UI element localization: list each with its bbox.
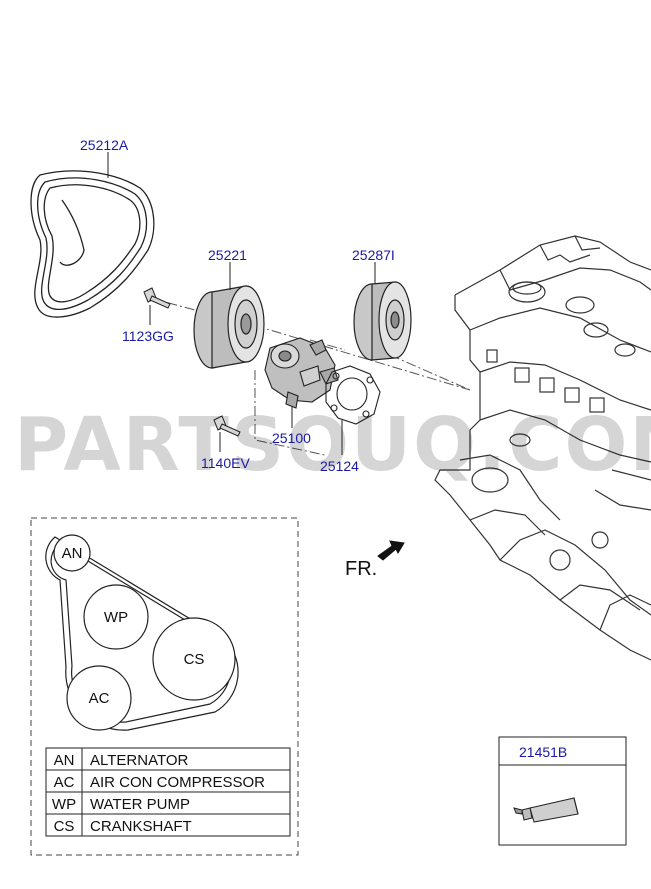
- belt-routing-inset: [30, 517, 299, 856]
- front-direction-arrow: [377, 540, 405, 561]
- legend-name: WATER PUMP: [90, 796, 190, 813]
- legend-code: CS: [54, 818, 75, 835]
- legend-row: AN ALTERNATOR: [54, 752, 189, 769]
- legend-table: [45, 747, 291, 837]
- drive-belt[interactable]: [30, 170, 155, 318]
- tensioner-pulley[interactable]: [353, 281, 412, 361]
- bolt-lower-callout[interactable]: 1140EV: [201, 455, 250, 471]
- pulley-wp: WP: [83, 584, 149, 650]
- legend-row: CS CRANKSHAFT: [54, 818, 192, 835]
- legend-code: AN: [54, 752, 75, 769]
- pulley-ac: AC: [66, 665, 132, 731]
- water-pump[interactable]: [264, 337, 339, 409]
- front-direction-label: FR.: [345, 558, 377, 580]
- pulley-an: AN: [53, 534, 91, 572]
- belt-callout[interactable]: 25212A: [80, 137, 129, 153]
- bolt-lower[interactable]: [213, 415, 241, 437]
- pulley-cs-label: CS: [184, 651, 205, 668]
- bolt-upper[interactable]: [143, 287, 171, 309]
- bolt-upper-callout[interactable]: 1123GG: [122, 328, 174, 344]
- sealant-callout[interactable]: 21451B: [519, 744, 567, 760]
- pulley-ac-label: AC: [89, 690, 110, 707]
- pulley-an-label: AN: [62, 545, 83, 562]
- pulley-wp-label: WP: [104, 609, 128, 626]
- sealant-tube[interactable]: [513, 797, 579, 823]
- idler-pulley-callout[interactable]: 25221: [208, 247, 247, 263]
- legend-name: CRANKSHAFT: [90, 818, 192, 835]
- legend-row: WP WATER PUMP: [52, 796, 190, 813]
- sealant-box: [498, 736, 627, 846]
- legend-code: WP: [52, 796, 76, 813]
- legend-name: ALTERNATOR: [90, 752, 189, 769]
- watermark: PARTSOUQ.COM: [14, 402, 651, 488]
- gasket-callout[interactable]: 25124: [320, 458, 359, 474]
- engine-block: [434, 235, 651, 661]
- water-pump-callout[interactable]: 25100: [272, 430, 311, 446]
- tensioner-pulley-callout[interactable]: 25287I: [352, 247, 395, 263]
- gasket[interactable]: [325, 365, 381, 425]
- pulley-cs: CS: [152, 617, 236, 701]
- idler-pulley[interactable]: [193, 285, 265, 369]
- legend-name: AIR CON COMPRESSOR: [90, 774, 265, 791]
- legend-code: AC: [54, 774, 75, 791]
- legend-row: AC AIR CON COMPRESSOR: [54, 774, 266, 791]
